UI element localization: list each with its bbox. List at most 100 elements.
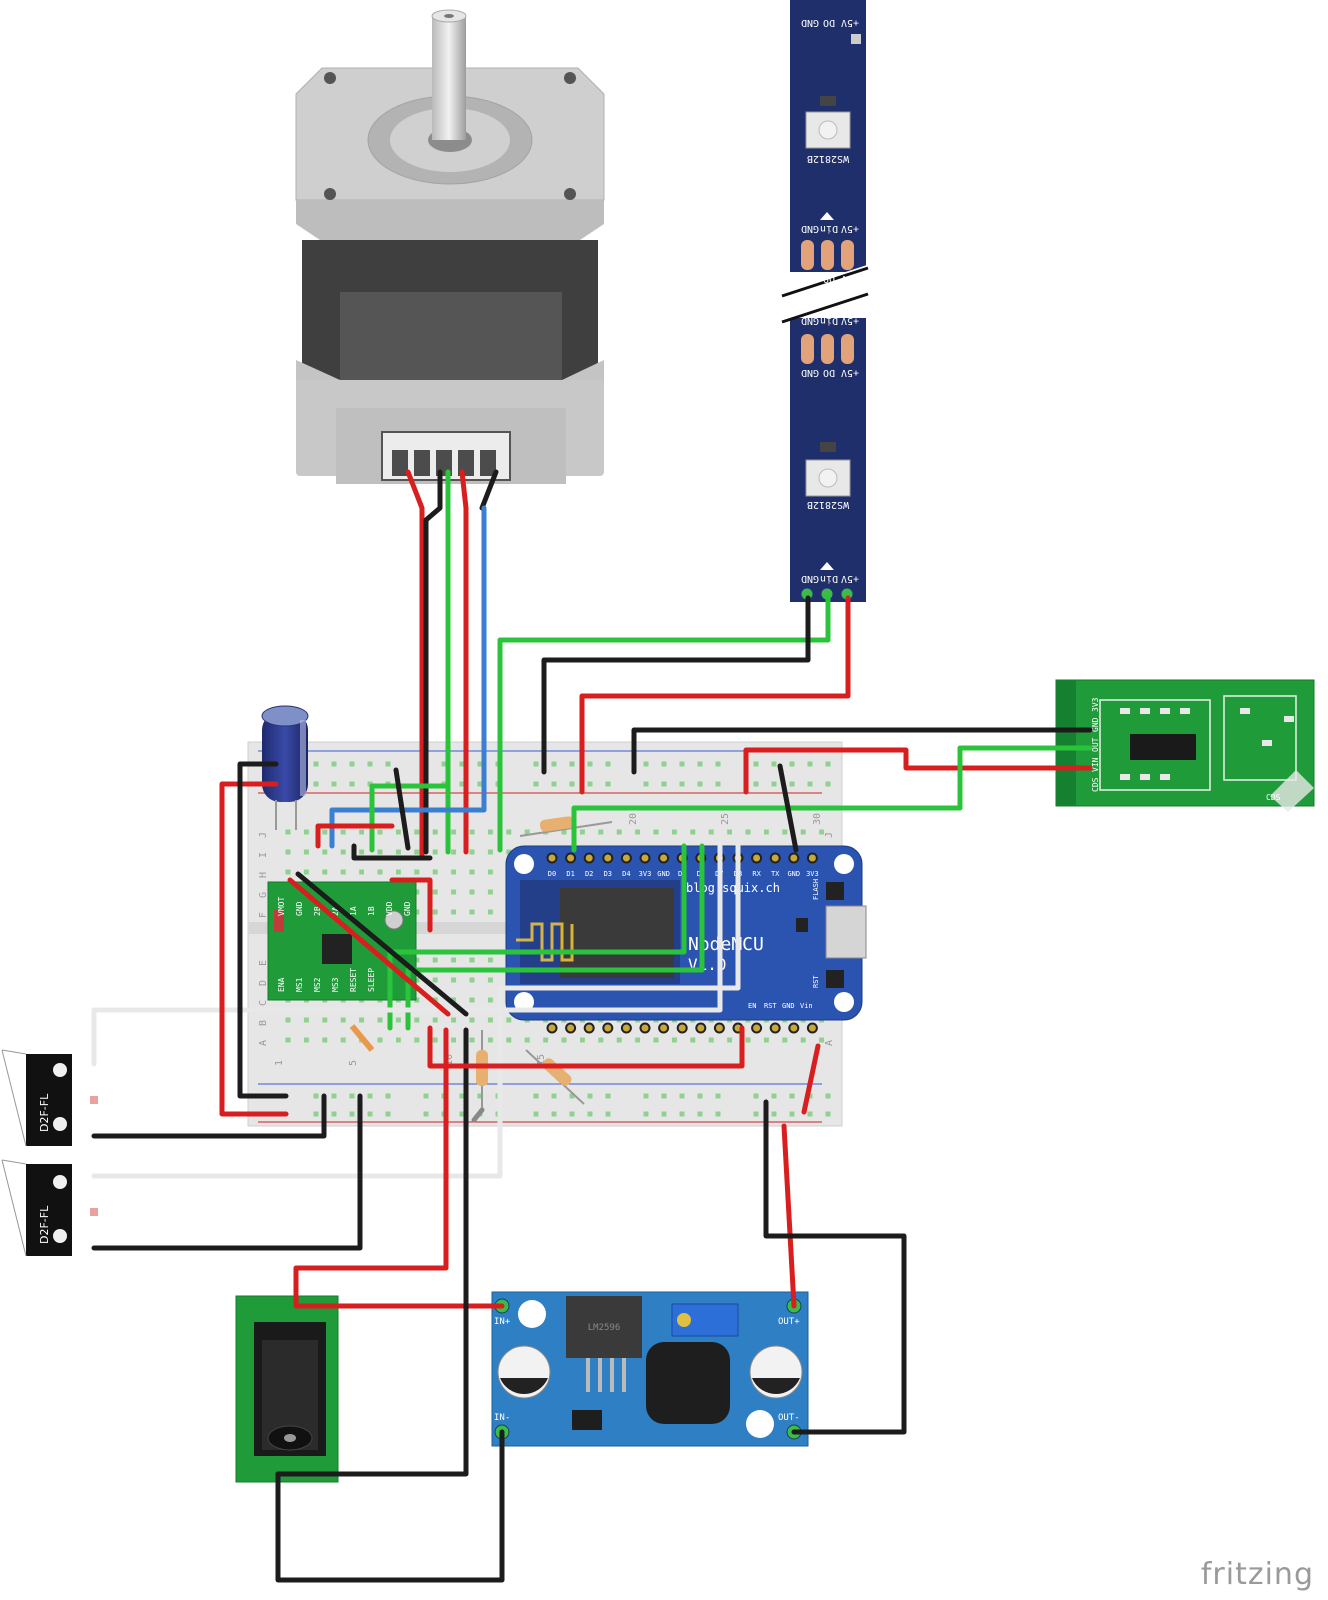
breadboard-hole — [715, 781, 721, 787]
wire-vin-red — [801, 1043, 821, 1115]
breadboard-hole — [487, 889, 493, 895]
stepper-motor — [295, 9, 605, 484]
limit-switch-1: D2F-FL — [1, 1049, 98, 1147]
wire-jumper-black-1 — [393, 767, 411, 851]
breadboard-hole — [605, 781, 611, 787]
nodemcu-pin-gnd: GND — [782, 1002, 795, 1010]
breadboard-hole — [487, 909, 493, 915]
breadboard-hole — [598, 829, 604, 835]
switch-2-label: D2F-FL — [38, 1205, 51, 1244]
breadboard-hole — [587, 1111, 593, 1117]
driver-pin-vmot: VMOT — [277, 897, 286, 916]
breadboard-hole — [303, 1037, 309, 1043]
nodemcu-pin-rst: RST — [764, 1002, 777, 1010]
breadboard-hole — [414, 997, 420, 1003]
breadboard-hole — [661, 1093, 667, 1099]
breadboard-hole — [825, 1111, 831, 1117]
breadboard-hole — [451, 1017, 457, 1023]
breadboard-hole — [303, 1017, 309, 1023]
breadboard-hole — [313, 781, 319, 787]
strip-pad-gnd-4: GND — [801, 315, 819, 326]
breadboard-hole — [819, 1037, 825, 1043]
breadboard-hole — [524, 1037, 530, 1043]
breadboard-hole — [451, 997, 457, 1003]
nodemcu-pin-bottom — [658, 1022, 670, 1034]
nodemcu-pin-bottom — [769, 1022, 781, 1034]
breadboard-hole — [414, 1017, 420, 1023]
breadboard-hole — [469, 829, 475, 835]
strip-pad-din-6: Din — [820, 573, 838, 584]
nodemcu-pin-bottom — [639, 1022, 651, 1034]
breadboard-hole — [506, 849, 512, 855]
bb-col-30: 30 — [812, 813, 823, 825]
breadboard-hole — [331, 761, 337, 767]
breadboard-hole — [331, 781, 337, 787]
breadboard-hole — [303, 869, 309, 875]
bb-row-f: F — [258, 912, 269, 918]
breadboard-hole — [551, 1093, 557, 1099]
nodemcu-pin-top — [658, 852, 670, 864]
breadboard-hole — [551, 781, 557, 787]
bb-row-h: H — [258, 872, 269, 878]
breadboard-hole — [800, 1037, 806, 1043]
breadboard-hole — [359, 849, 365, 855]
electrolytic-capacitor — [261, 705, 309, 830]
breadboard-hole — [313, 761, 319, 767]
breadboard-hole — [506, 1037, 512, 1043]
strip-pad-gnd-1: GND — [801, 17, 819, 28]
breadboard-hole — [569, 781, 575, 787]
breadboard-hole — [661, 781, 667, 787]
breadboard-hole — [432, 869, 438, 875]
wire-switch2-black — [91, 1093, 363, 1251]
wire-motor-black-2 — [479, 469, 499, 511]
breadboard-hole — [451, 977, 457, 983]
breadboard-hole — [395, 829, 401, 835]
breadboard-hole — [782, 829, 788, 835]
breadboard-hole — [753, 1111, 759, 1117]
driver-pin-ms2: MS2 — [313, 977, 322, 992]
breadboard-hole — [349, 761, 355, 767]
bb-row-d: D — [258, 980, 269, 986]
bb-row-e: E — [258, 960, 269, 966]
bb-row-g: G — [258, 892, 269, 898]
wire-driver-black-diag — [295, 871, 469, 1017]
breadboard-hole — [715, 761, 721, 767]
breadboard-hole — [616, 1037, 622, 1043]
strip-pad-din-2: Din — [820, 223, 838, 234]
nodemcu-pin-label: D0 — [548, 870, 556, 878]
wire-jumper-red-3 — [315, 823, 395, 849]
nodemcu-flash-label: FLASH — [812, 879, 820, 900]
breadboard-hole — [385, 1093, 391, 1099]
nodemcu-pin-bottom — [695, 1022, 707, 1034]
strip-pad-5v-6: +5V — [841, 573, 859, 584]
breadboard-hole — [451, 1037, 457, 1043]
driver-pin-reset: RESET — [349, 968, 358, 992]
driver-pin-1a: 1A — [349, 906, 358, 916]
nodemcu-pin-bottom — [583, 1022, 595, 1034]
breadboard-hole — [367, 761, 373, 767]
breadboard-hole — [451, 849, 457, 855]
nodemcu-pin-top — [546, 852, 558, 864]
breadboard-hole — [459, 781, 465, 787]
breadboard-hole — [506, 829, 512, 835]
strip-pad-5v-2: +5V — [841, 223, 859, 234]
breadboard-hole — [487, 869, 493, 875]
strip-pad-5v-3: +5V — [841, 273, 859, 284]
regulator-in-plus: IN+ — [494, 1317, 511, 1327]
breadboard-hole — [587, 1093, 593, 1099]
breadboard-hole — [313, 1093, 319, 1099]
wire-radar-vin — [743, 747, 1093, 795]
driver-pin-1b: 1B — [367, 906, 376, 916]
regulator-out-minus: OUT- — [778, 1413, 800, 1423]
breadboard-hole — [487, 957, 493, 963]
nodemcu-pin-label: D2 — [585, 870, 593, 878]
breadboard-hole — [322, 1037, 328, 1043]
breadboard-hole — [469, 889, 475, 895]
breadboard-hole — [679, 1111, 685, 1117]
dc-barrel-jack — [235, 1295, 339, 1483]
breadboard-hole — [807, 781, 813, 787]
breadboard-hole — [789, 761, 795, 767]
wire-driver-red-diag — [287, 877, 451, 1017]
radar-sensor: CDS VIN OUT GND 3V3 CDS — [1055, 679, 1315, 812]
breadboard-hole — [551, 761, 557, 767]
